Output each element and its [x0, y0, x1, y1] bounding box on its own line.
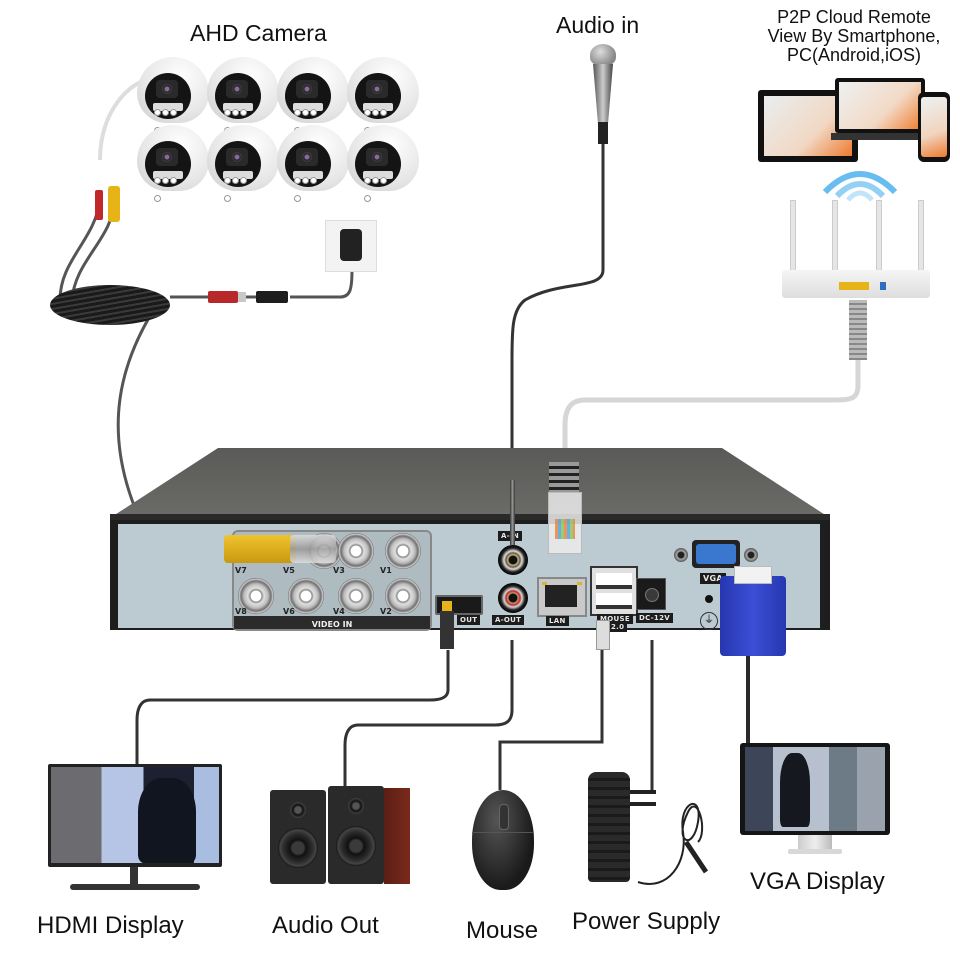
channel-label: V7: [235, 566, 247, 575]
usb-port-label: MOUSE: [597, 614, 633, 624]
lan-cable: [562, 360, 861, 462]
power-supply-label: Power Supply: [572, 908, 721, 935]
audio-out-port[interactable]: [498, 583, 528, 613]
bnc-yellow-plug-icon: [224, 535, 296, 563]
microphone-icon: [590, 44, 616, 144]
bnc-port-v2[interactable]: [385, 578, 421, 614]
p2p-label-line: P2P Cloud Remote: [777, 7, 931, 27]
mouse-label: Mouse: [466, 917, 539, 944]
camera-icon: [277, 57, 349, 134]
channel-label: V6: [283, 607, 295, 616]
vga-plug-icon: [720, 566, 786, 656]
channel-label: V1: [380, 566, 392, 575]
cameras-label: AHD Camera: [190, 20, 327, 46]
lan-plug-icon: [548, 492, 582, 554]
camera-icon: [207, 125, 279, 202]
bnc-port-v1[interactable]: [385, 533, 421, 569]
hdmi-display-label: HDMI Display: [37, 912, 184, 939]
audio-in-cable: [510, 140, 605, 520]
camera-icon: [137, 125, 209, 202]
power-adapter-icon: [588, 772, 708, 892]
audio-out-port-label: A-OUT: [492, 615, 525, 625]
smartphone-icon: [918, 92, 950, 162]
dc-male-connector-icon: [256, 291, 288, 303]
vga-monitor-icon: [740, 743, 890, 863]
ground-screw-icon: [705, 595, 713, 603]
lan-port-label: LAN: [546, 616, 569, 626]
camera-icon: [277, 125, 349, 202]
wifi-signal-icon: [822, 171, 898, 202]
wall-socket-icon: [325, 220, 377, 272]
bnc-port-v6[interactable]: [288, 578, 324, 614]
audio-in-label: Audio in: [556, 12, 640, 38]
vga-port-label: VGA: [700, 573, 726, 584]
lan-port[interactable]: [537, 577, 587, 617]
channel-label: V3: [333, 566, 345, 575]
audio-out-cable: [343, 640, 514, 790]
bnc-port-v8[interactable]: [238, 578, 274, 614]
camera-grid: [137, 57, 427, 202]
p2p-label: P2P Cloud Remote View By Smartphone, PC(…: [748, 8, 960, 65]
mouse-usb-plug-icon: [596, 620, 610, 650]
bnc-metal-sleeve: [290, 535, 336, 563]
audio-in-jack-icon: [510, 480, 515, 545]
p2p-label-line: PC(Android,iOS): [786, 45, 922, 65]
bnc-port-v3[interactable]: [338, 533, 374, 569]
dc-power-label: DC-12V: [636, 613, 673, 623]
camera-icon: [137, 57, 209, 134]
dc-power-port[interactable]: [636, 578, 666, 610]
hdmi-cable: [135, 650, 450, 770]
usb-port[interactable]: [590, 566, 638, 616]
ground-symbol-icon: ⏚: [700, 612, 718, 630]
audio-out-label: Audio Out: [272, 912, 379, 939]
vga-port[interactable]: [674, 540, 758, 570]
speakers-icon: [270, 786, 410, 886]
channel-label: V8: [235, 607, 247, 616]
video-in-label: VIDEO IN: [311, 620, 353, 629]
channel-label: V2: [380, 607, 392, 616]
lan-plug-boot-icon: [549, 462, 579, 492]
bnc-port-v4[interactable]: [338, 578, 374, 614]
bnc-plug-yellow-icon: [108, 186, 120, 222]
camera-icon: [347, 57, 419, 134]
camera-icon: [207, 57, 279, 134]
camera-icon: [347, 125, 419, 202]
router-lan-plug-icon: [849, 300, 867, 360]
vga-display-label: VGA Display: [750, 868, 885, 895]
mouse-icon: [472, 790, 534, 890]
laptop-icon: [831, 78, 929, 140]
power-cord-icon: [637, 802, 708, 885]
hdmi-port-label: OUT: [457, 615, 481, 625]
dc-female-connector-icon: [208, 291, 238, 303]
audio-in-port[interactable]: [498, 545, 528, 575]
mouse-cable: [498, 640, 604, 790]
dc-plug-red-icon: [95, 190, 103, 220]
cable-coil-icon: [50, 285, 170, 325]
hdmi-plug-icon: [442, 601, 452, 611]
dc-connector-tip: [238, 292, 246, 302]
hdmi-monitor-icon: [48, 764, 224, 894]
channel-label: V4: [333, 607, 345, 616]
camera-power-adapter-icon: [340, 229, 362, 261]
usb-version-label: 2.0: [608, 622, 628, 632]
wifi-router-icon: [782, 200, 932, 300]
p2p-label-line: View By Smartphone,: [767, 26, 941, 46]
hdmi-plug-body: [440, 611, 454, 649]
channel-label: V5: [283, 566, 295, 575]
